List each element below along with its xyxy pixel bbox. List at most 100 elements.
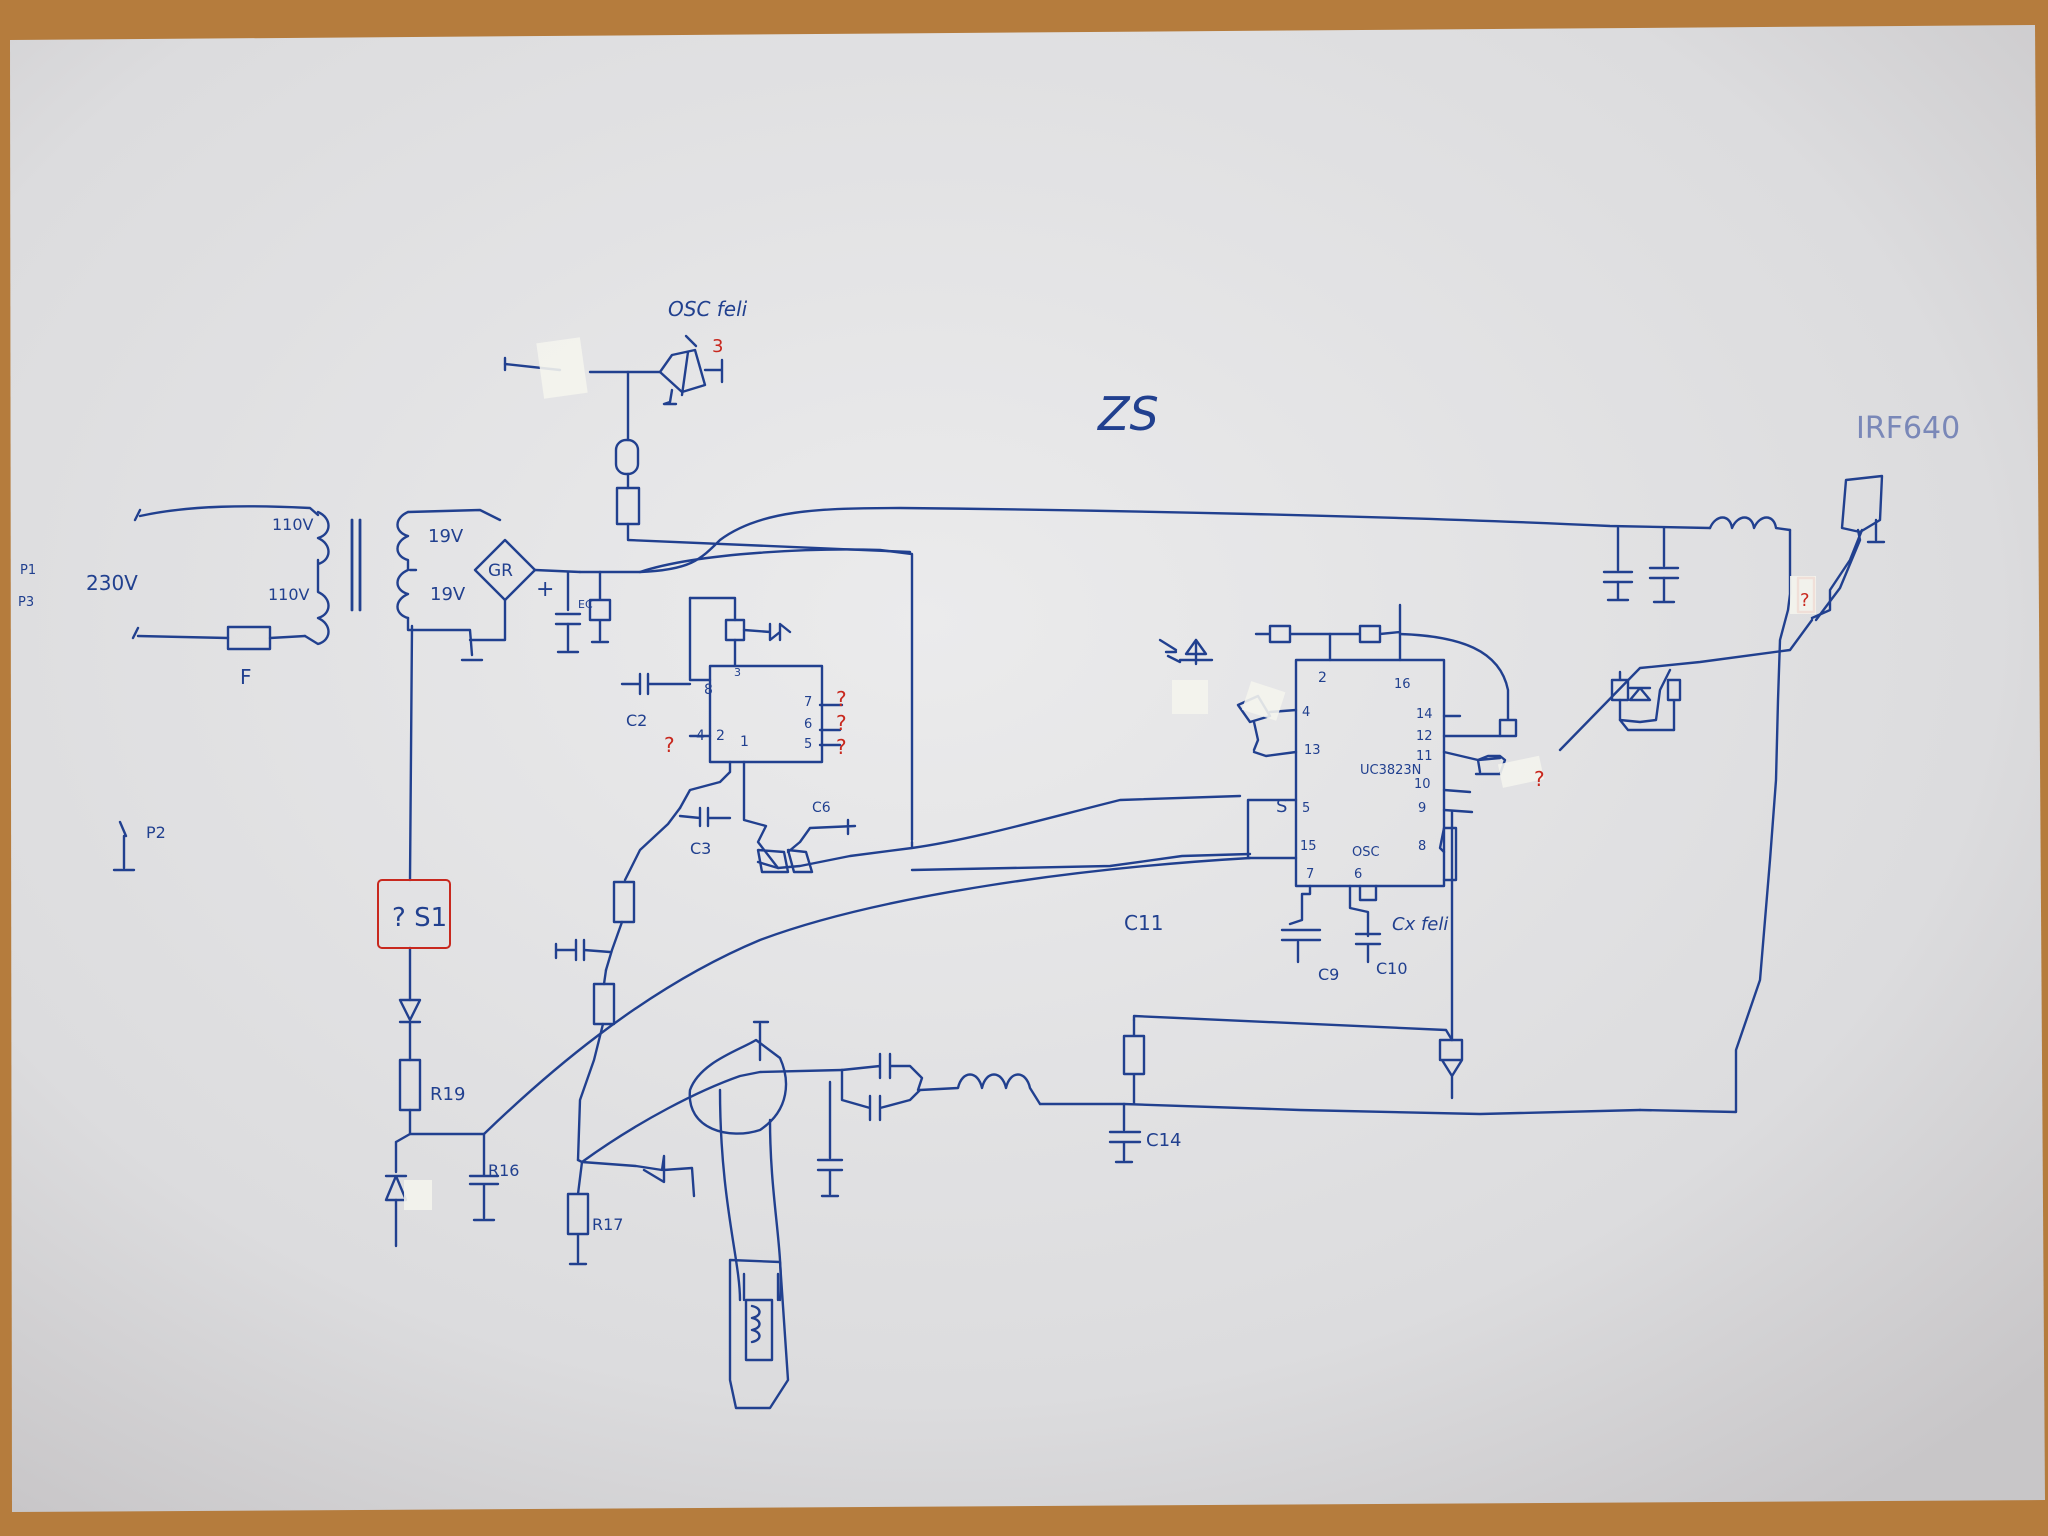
mains-input — [131, 505, 320, 640]
bridge-label: GR — [488, 561, 513, 581]
c14-label: C14 — [1146, 1130, 1181, 1151]
r16-label: R16 — [488, 1161, 519, 1180]
pwm-controller-ic — [910, 603, 1518, 1042]
p3-label: P3 — [18, 595, 34, 610]
c6-label: C6 — [812, 800, 831, 816]
main-ic-pin-7: 7 — [1306, 867, 1314, 882]
main-ic-pin-2: 2 — [1318, 670, 1327, 686]
c11-label: C11 — [1124, 911, 1163, 935]
fuse-label: F — [240, 665, 252, 689]
main-ic-pin-12: 12 — [1416, 729, 1433, 744]
title-zs: ZS — [1096, 387, 1159, 441]
p1-label: P1 — [20, 563, 36, 578]
ground-p2 — [112, 820, 136, 872]
mains-label: 230V — [86, 571, 138, 595]
timer-output-wire — [756, 794, 1242, 870]
tape-6 — [1790, 576, 1816, 614]
small-ic-pin-8: 8 — [704, 682, 713, 698]
ec-label: EC — [578, 598, 593, 611]
mosfet-irf640 — [1558, 474, 1886, 1114]
red-mark-small-ic-3: ? — [836, 735, 847, 759]
c2-label: C2 — [626, 711, 647, 730]
red-mark-output: ? — [1534, 767, 1545, 791]
cx-feli-label: Cx feli — [1392, 914, 1448, 935]
prim-top-label: 110V — [272, 515, 314, 534]
gate-pair — [756, 848, 814, 874]
osc-pot-number: 3 — [712, 336, 723, 357]
led-indicator — [1158, 638, 1214, 666]
osc-pin-label: OSC — [1352, 845, 1380, 860]
main-ic-pin-6: 6 — [1354, 867, 1362, 882]
switch-s1-box: ? S1 — [377, 879, 451, 949]
c9-label: C9 — [1318, 965, 1339, 984]
fuse-f — [226, 625, 307, 651]
transformer-core — [350, 518, 362, 612]
main-ic-pin-15: 15 — [1300, 839, 1317, 854]
small-ic-pin-5: 5 — [804, 737, 812, 752]
output-inductor-bottom — [918, 1073, 1042, 1106]
sense-feedback-wire — [482, 856, 1252, 1136]
prim-bot-label: 110V — [268, 585, 310, 604]
tape-4 — [1497, 755, 1545, 788]
main-ic-pin-16: 16 — [1394, 677, 1411, 692]
current-sense — [1122, 1018, 1464, 1106]
bridge-rectifier-gr — [460, 538, 582, 662]
coupling-capacitors — [816, 1052, 924, 1198]
feedback-rail — [1132, 1014, 1454, 1042]
osc-feli-label: OSC feli — [668, 297, 748, 321]
small-ic-pin-2: 2 — [716, 728, 725, 744]
tape-1 — [536, 337, 588, 399]
main-ic-pin-13: 13 — [1304, 743, 1321, 758]
plus-label: + — [536, 577, 554, 602]
capacitor-c3 — [678, 806, 732, 828]
r19-label: R19 — [430, 1084, 465, 1105]
output-filter — [1602, 516, 1792, 604]
small-ic-pin-3: 3 — [734, 666, 741, 679]
transformer-primary — [303, 510, 330, 646]
diode-bottom — [580, 1154, 696, 1198]
filter-capacitor-ec — [554, 570, 612, 654]
main-ic-pin-10: 10 — [1414, 777, 1431, 792]
red-mark-small-ic-2: ? — [836, 711, 847, 735]
paper-sheet — [10, 25, 2045, 1512]
supply-rail-main — [578, 506, 1712, 574]
main-ic-pin-4: 4 — [1302, 705, 1310, 720]
small-ic-pin-7: 7 — [804, 695, 812, 710]
small-ic-pin-4: 4 — [696, 728, 705, 744]
red-mark-small-ic-4: ? — [664, 733, 675, 757]
tape-strips — [404, 337, 1816, 1210]
red-mark-small-ic-1: ? — [836, 687, 847, 711]
probe-coil — [688, 1020, 790, 1410]
mosfet-label: IRF640 — [1856, 411, 1960, 446]
sec-bot-label: 19V — [430, 584, 466, 605]
tape-3 — [1241, 681, 1286, 721]
snubber-network — [1610, 668, 1682, 732]
main-ic-pin-9: 9 — [1418, 801, 1426, 816]
small-ic-pin-1: 1 — [740, 734, 749, 750]
tape-2 — [1172, 680, 1208, 714]
main-ic-pin-8: 8 — [1418, 839, 1426, 854]
main-ic-pin-5: 5 — [1302, 801, 1310, 816]
left-supply-chain — [384, 624, 500, 1248]
main-ic-pin-11: 11 — [1416, 749, 1433, 764]
transformer-secondary — [396, 508, 502, 657]
ic-main-label: UC3823N — [1360, 763, 1421, 778]
output-return — [1038, 1102, 1642, 1116]
capacitor-c6 — [786, 818, 857, 854]
resistor-chain-left — [554, 806, 682, 1162]
small-ic-pin-6: 6 — [804, 717, 812, 732]
sec-top-label: 19V — [428, 526, 464, 547]
s-pin-label: S — [1276, 796, 1287, 817]
tape-5 — [404, 1180, 432, 1210]
timer-ic — [620, 596, 844, 870]
p2-label: P2 — [146, 823, 166, 842]
capacitor-c14 — [1108, 1102, 1142, 1164]
pickup-wire — [580, 1068, 844, 1164]
s1-label: ? S1 — [392, 903, 447, 933]
c3-label: C3 — [690, 839, 711, 858]
c10-label: C10 — [1376, 959, 1408, 978]
r17-label: R17 — [592, 1215, 623, 1234]
red-mark-gate: ? — [1800, 590, 1810, 611]
main-ic-pin-14: 14 — [1416, 707, 1433, 722]
